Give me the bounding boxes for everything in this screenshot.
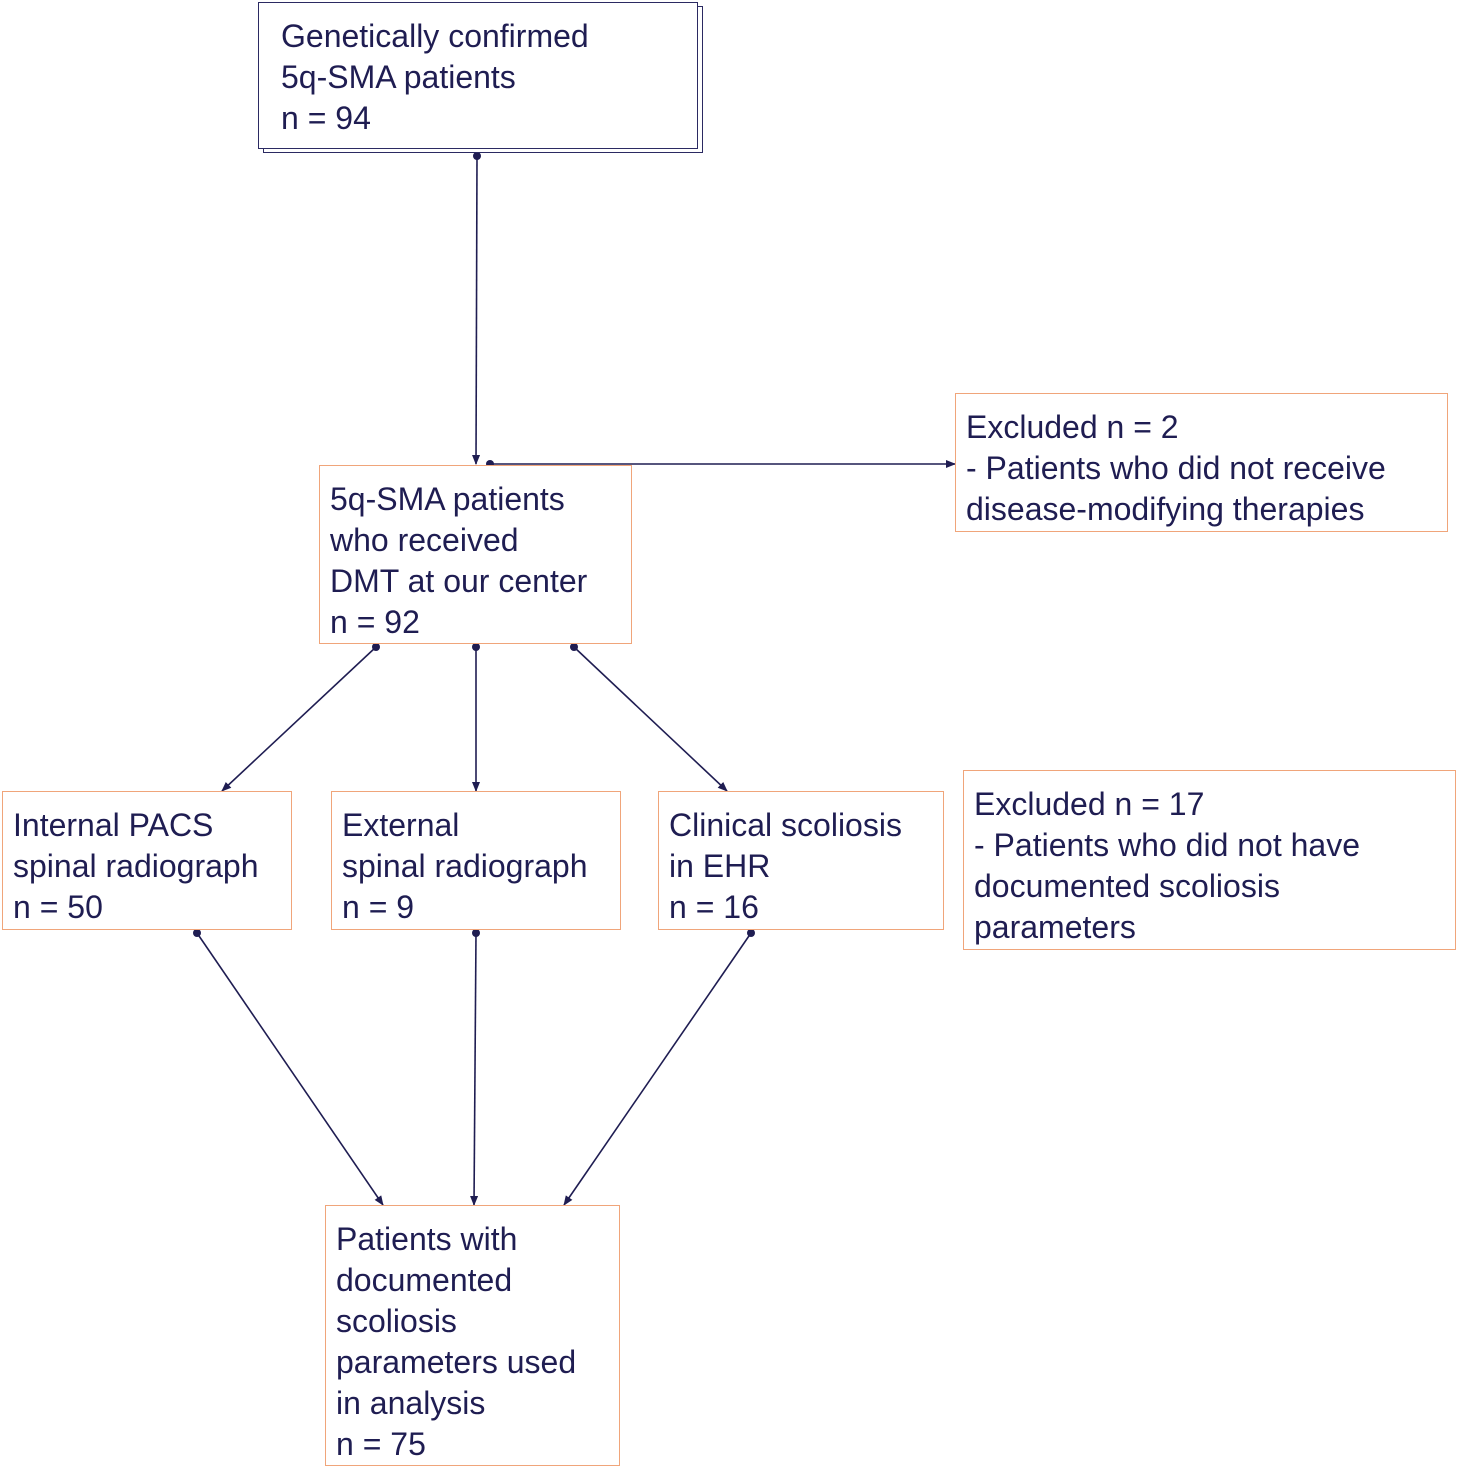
arrow-dmt-to-clinical <box>573 646 728 792</box>
excluded-docs-line-3: documented scoliosis <box>974 868 1280 904</box>
arrow-source-to-dmt <box>472 155 481 465</box>
source-line-1: Genetically confirmed <box>281 18 589 54</box>
excluded-dmt-line-1: Excluded n = 2 <box>966 409 1179 445</box>
analysis-line-5: in analysis <box>336 1385 486 1421</box>
internal-pacs-line-1: Internal PACS <box>13 807 214 843</box>
clinical-line-3: n = 16 <box>669 889 759 925</box>
excluded-dmt-line-2: - Patients who did not receive <box>966 450 1386 486</box>
dmt-line-1: 5q-SMA patients <box>330 481 565 517</box>
clinical-line-1: Clinical scoliosis <box>669 807 902 843</box>
connector-dot <box>472 643 480 651</box>
analysis-line-3: scoliosis <box>336 1303 457 1339</box>
external-line-3: n = 9 <box>342 889 415 925</box>
excluded-docs-box: Excluded n = 17 - Patients who did not h… <box>963 770 1456 950</box>
excluded-dmt-line-3: disease-modifying therapies <box>966 491 1365 527</box>
source-line-3: n = 94 <box>281 100 371 136</box>
excluded-docs-line-2: - Patients who did not have <box>974 827 1361 863</box>
internal-pacs-box: Internal PACS spinal radiograph n = 50 <box>2 791 292 930</box>
source-line-2: 5q-SMA patients <box>281 59 516 95</box>
analysis-line-4: parameters used <box>336 1344 577 1380</box>
analysis-line-2: documented <box>336 1262 513 1298</box>
clinical-box: Clinical scoliosis in EHR n = 16 <box>658 791 944 930</box>
dmt-line-4: n = 92 <box>330 604 420 640</box>
internal-pacs-line-3: n = 50 <box>13 889 103 925</box>
source-box: Genetically confirmed 5q-SMA patients n … <box>258 2 698 149</box>
external-box: External spinal radiograph n = 9 <box>331 791 621 930</box>
external-line-2: spinal radiograph <box>342 848 588 884</box>
arrow-dmt-to-internal <box>221 646 377 792</box>
connector-dot <box>193 929 201 937</box>
analysis-line-6: n = 75 <box>336 1426 426 1462</box>
external-line-1: External <box>342 807 460 843</box>
analysis-box: Patients with documented scoliosis param… <box>325 1205 620 1466</box>
excluded-docs-line-1: Excluded n = 17 <box>974 786 1205 822</box>
clinical-line-2: in EHR <box>669 848 771 884</box>
connector-dot <box>372 643 380 651</box>
analysis-line-1: Patients with <box>336 1221 518 1257</box>
connector-dot <box>472 929 480 937</box>
dmt-line-3: DMT at our center <box>330 563 588 599</box>
dmt-line-2: who received <box>330 522 519 558</box>
internal-pacs-line-2: spinal radiograph <box>13 848 259 884</box>
arrow-external-to-analysis <box>470 932 479 1206</box>
excluded-docs-line-4: parameters <box>974 909 1136 945</box>
arrow-clinical-to-analysis <box>563 932 752 1206</box>
connector-dot <box>747 929 755 937</box>
dmt-box: 5q-SMA patients who received DMT at our … <box>319 465 632 644</box>
connector-dot <box>473 152 481 160</box>
connector-dot <box>570 643 578 651</box>
excluded-dmt-box: Excluded n = 2 - Patients who did not re… <box>955 393 1448 532</box>
arrow-internal-to-analysis <box>196 932 384 1206</box>
